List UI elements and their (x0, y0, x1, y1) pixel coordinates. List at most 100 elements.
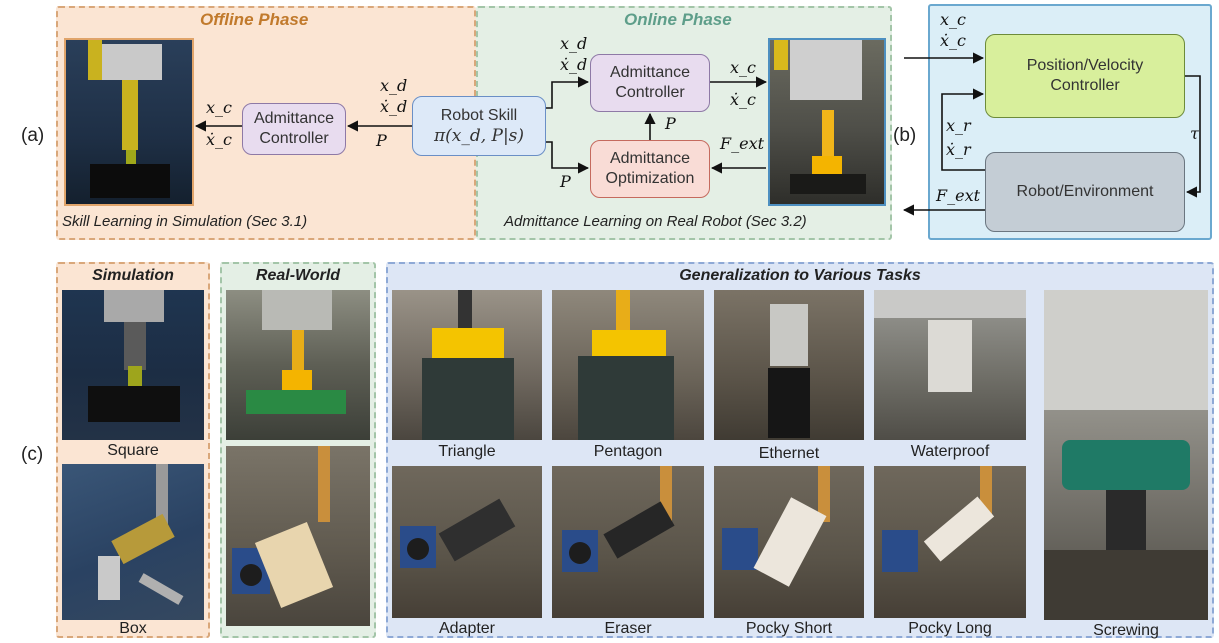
task-eraser-label: Eraser (604, 620, 652, 637)
screwing-gripper (1044, 290, 1208, 410)
b-fext: F_ext (936, 186, 981, 205)
sim-square-shaft (124, 322, 146, 370)
task-pocky-long-image (874, 466, 1026, 618)
online-caption: Admittance Learning on Real Robot (Sec 3… (504, 213, 807, 230)
pocky-short-magnet (722, 528, 758, 570)
task-ethernet-label: Ethernet (758, 445, 820, 462)
b-xrdot: ẋ_r (946, 140, 971, 159)
realworld-title: Real-World (255, 267, 341, 284)
ethernet-socket (768, 368, 810, 438)
triangle-part (432, 328, 504, 358)
task-pocky-long-label: Pocky Long (908, 620, 992, 637)
offline-out-xc: x_c (206, 98, 232, 117)
online-in-xd: x_d (560, 34, 588, 53)
pocky-long-box (923, 496, 995, 562)
real-robot-peg (812, 156, 842, 178)
task-adapter-image (392, 466, 542, 618)
arrow-feedback-xr (941, 88, 985, 171)
offline-sim-image (64, 38, 194, 206)
arrow-skill-to-online-controller (546, 76, 590, 109)
ethernet-plug (770, 304, 808, 366)
robot-skill-block: Robot Skill π(x_d, P|s) (412, 96, 546, 156)
pocky-short-box (753, 497, 827, 587)
online-phase-title: Online Phase (624, 10, 732, 29)
offline-phase-title: Offline Phase (200, 10, 309, 29)
task-waterproof-label: Waterproof (910, 443, 990, 460)
arrow-skill-to-optimization (546, 141, 590, 174)
task-triangle-label: Triangle (438, 443, 496, 460)
sim-square-base (88, 386, 180, 422)
adapter-part (438, 498, 516, 562)
pentagon-rod (616, 290, 630, 334)
task-adapter-label: Adapter (438, 620, 496, 637)
offline-caption: Skill Learning in Simulation (Sec 3.1) (62, 213, 308, 230)
robot-skill-line1: Robot Skill (440, 107, 518, 124)
task-pentagon-image (552, 290, 704, 440)
online-controller-line1: Admittance (609, 64, 691, 81)
task-eraser-image (552, 466, 704, 618)
sim-box-image (62, 464, 204, 620)
offline-admittance-controller: Admittance Controller (242, 103, 346, 155)
eraser-part (603, 501, 675, 559)
real-square-peg (282, 370, 312, 392)
real-robot-shaft (822, 110, 834, 160)
robot-skill-line2: π(x_d, P|s) (433, 126, 525, 146)
task-waterproof-image (874, 290, 1026, 440)
optimization-line2: Optimization (605, 170, 695, 187)
online-out-xcdot: ẋ_c (730, 90, 756, 109)
position-velocity-controller: Position/Velocity Controller (985, 34, 1185, 118)
admittance-optimization-block: Admittance Optimization (590, 140, 710, 198)
robot-env-label: Robot/Environment (1016, 183, 1154, 200)
online-in-xddot: ẋ_d (560, 55, 588, 74)
offline-in-xddot: ẋ_d (380, 97, 408, 116)
pocky-short-rod (818, 466, 830, 522)
screwing-wrap (1062, 440, 1190, 490)
task-screwing-image (1044, 290, 1208, 620)
b-tau: τ (1190, 124, 1199, 143)
offline-in-xd: x_d (380, 76, 408, 95)
optimization-line1: Admittance (609, 150, 691, 167)
arrow-tau (1185, 75, 1201, 198)
real-square-image (226, 290, 370, 440)
real-box-rod (318, 446, 330, 522)
sim-square-head (104, 290, 164, 322)
b-xr: x_r (946, 116, 971, 135)
real-robot-yellow-left (774, 40, 788, 70)
pentagon-part (592, 330, 666, 356)
panel-a-label: (a) (21, 125, 45, 146)
real-box-object (254, 522, 334, 608)
task-pocky-short-image (714, 466, 864, 618)
triangle-vise (422, 358, 514, 440)
simulation-title: Simulation (92, 267, 174, 284)
generalization-title: Generalization to Various Tasks (679, 267, 921, 284)
sim-box-object (111, 513, 175, 565)
pentagon-vise (578, 356, 674, 440)
online-controller-line2: Controller (615, 84, 685, 101)
sim-square-label: Square (107, 442, 159, 459)
real-square-base (246, 390, 346, 414)
sim-base (90, 164, 170, 198)
online-p-in: P (560, 172, 571, 191)
sim-square-peg (128, 366, 142, 390)
offline-out-xcdot: ẋ_c (206, 130, 232, 149)
posvel-line2: Controller (1050, 77, 1120, 94)
offline-controller-line2: Controller (259, 130, 329, 147)
real-robot-image (768, 38, 886, 206)
task-screwing-label: Screwing (1093, 622, 1159, 639)
real-box-image (226, 446, 370, 626)
sim-box-fixture (138, 573, 184, 605)
waterproof-connector (928, 320, 972, 392)
screwing-base (1044, 550, 1208, 620)
task-ethernet-image (714, 290, 864, 440)
panel-b-label: (b) (893, 125, 917, 146)
posvel-line1: Position/Velocity (1026, 57, 1144, 74)
task-triangle-image (392, 290, 542, 440)
sim-robot-head (96, 44, 162, 80)
sim-robot-shaft (122, 80, 138, 150)
eraser-knob (569, 542, 591, 564)
task-pocky-short-label: Pocky Short (745, 620, 833, 637)
sim-box-wall (98, 556, 120, 600)
real-square-shaft (292, 330, 304, 374)
sim-robot-left-link (88, 40, 102, 80)
offline-controller-line1: Admittance (253, 110, 335, 127)
